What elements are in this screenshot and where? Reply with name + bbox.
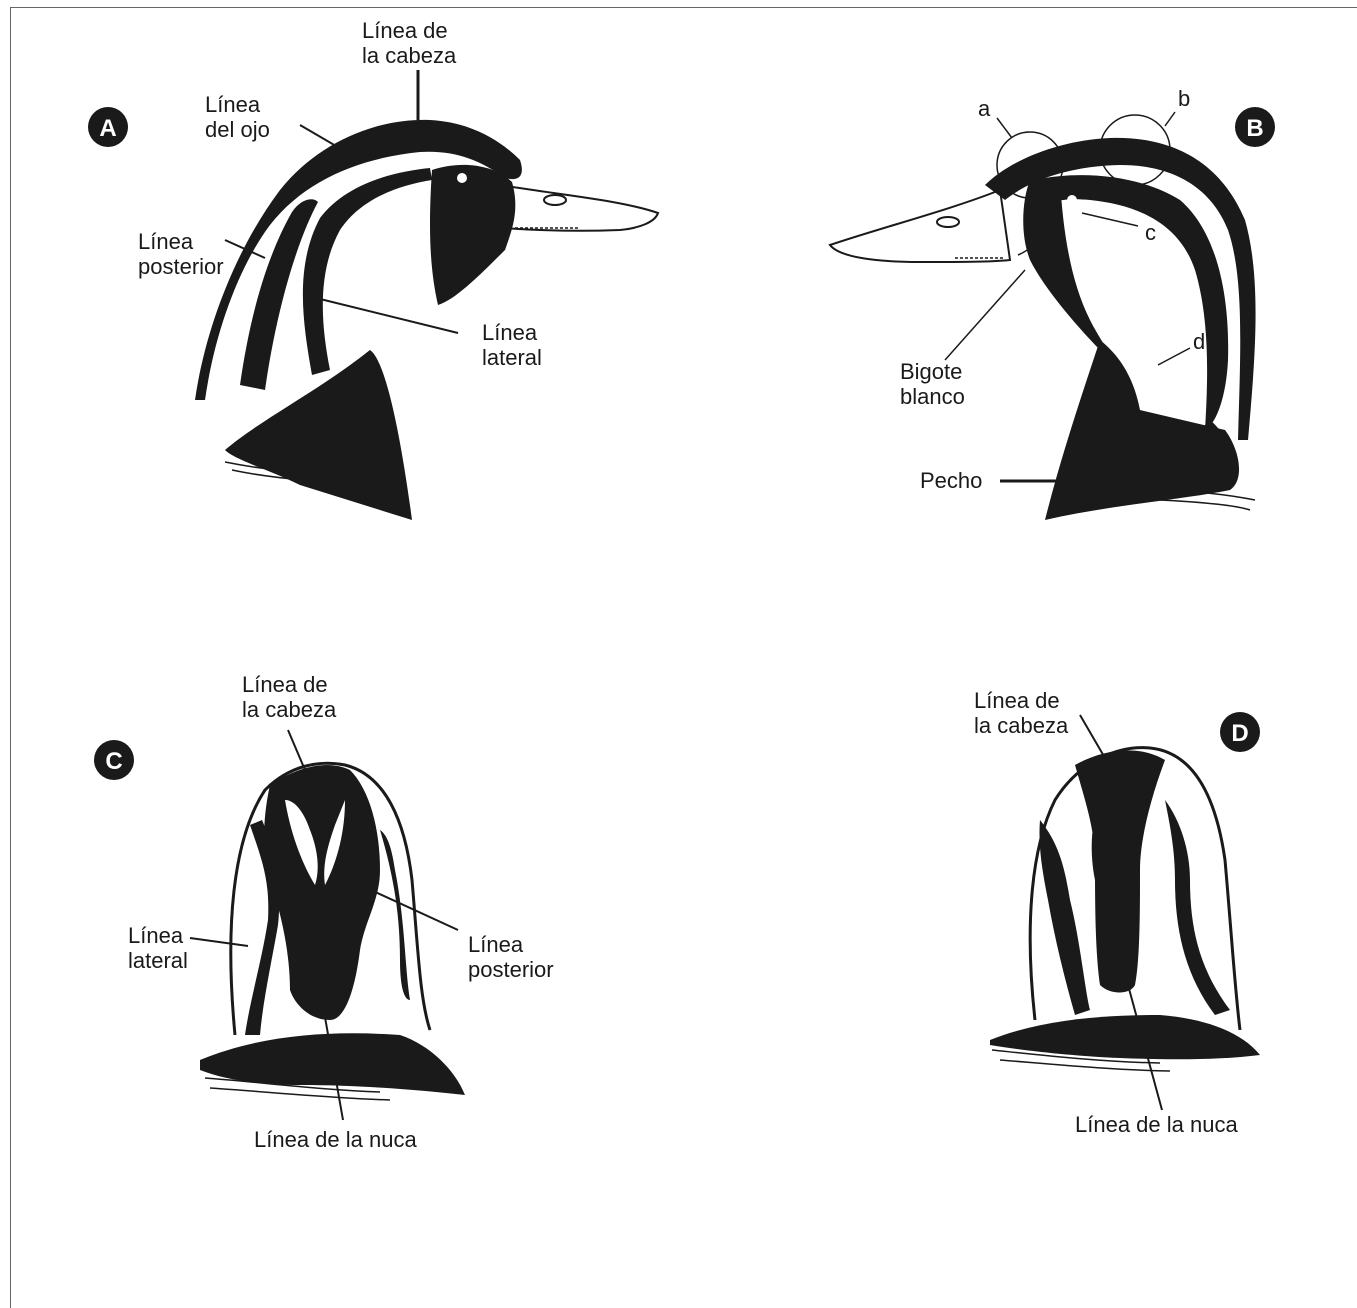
- panel-d: D Línea de la cabeza Línea de la nuca: [974, 688, 1260, 1137]
- svg-text:A: A: [99, 115, 116, 142]
- panel-c: C Línea de la cabeza Línea later: [94, 672, 554, 1152]
- badge-d: D: [1220, 712, 1260, 752]
- label-lateral-line-a: Línea lateral: [482, 320, 543, 370]
- label-eye-line-a: Línea del ojo: [205, 92, 270, 142]
- marker-d: d: [1193, 329, 1205, 354]
- label-lateral-line-c: Línea lateral: [128, 923, 189, 973]
- badge-a: A: [88, 107, 128, 147]
- label-head-line-d: Línea de la cabeza: [974, 688, 1069, 738]
- marker-c: c: [1145, 220, 1156, 245]
- badge-b: B: [1235, 107, 1275, 147]
- penguin-head-c: [200, 763, 465, 1100]
- panel-b: B a b: [830, 86, 1275, 520]
- label-back-line-a: Línea posterior: [138, 229, 224, 279]
- penguin-head-a: [195, 120, 658, 520]
- label-chest-b: Pecho: [920, 468, 982, 493]
- marker-a: a: [978, 96, 991, 121]
- label-head-line-a: Línea de la cabeza: [362, 18, 457, 68]
- marker-b: b: [1178, 86, 1190, 111]
- panel-a: A Línea de la cabeza: [88, 18, 658, 520]
- svg-text:D: D: [1231, 720, 1248, 747]
- label-back-line-c: Línea posterior: [468, 932, 554, 982]
- label-mustache-b: Bigote blanco: [900, 359, 969, 409]
- label-nape-line-c: Línea de la nuca: [254, 1127, 417, 1152]
- label-head-line-c: Línea de la cabeza: [242, 672, 337, 722]
- badge-c: C: [94, 740, 134, 780]
- penguin-head-diagram: A Línea de la cabeza: [0, 0, 1357, 1198]
- penguin-head-d: [990, 748, 1260, 1071]
- svg-text:C: C: [105, 748, 122, 775]
- svg-text:B: B: [1246, 115, 1263, 142]
- label-nape-line-d: Línea de la nuca: [1075, 1112, 1238, 1137]
